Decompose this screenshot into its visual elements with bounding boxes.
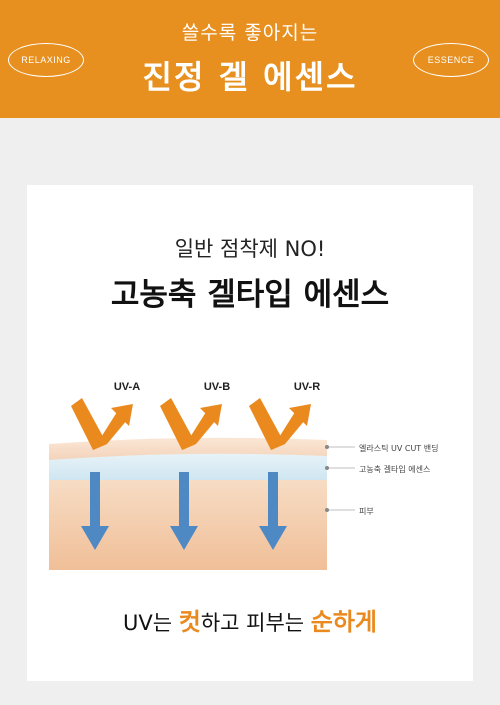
uv-layer-diagram: UV-A UV-B UV-R 엘라스틱 UV CUT 밴딩 고농축 겔타입 에센… <box>49 381 438 570</box>
skin-label: 피부 <box>359 507 374 516</box>
leader-lines <box>325 445 355 512</box>
banner-subtitle: 쓸수록 좋아지는 <box>181 22 319 44</box>
header-banner: RELAXING 쓸수록 좋아지는 진정 겔 에센스 ESSENCE <box>0 0 500 118</box>
essence-label: 고농축 겔타입 에센스 <box>359 464 430 474</box>
band-label: 엘라스틱 UV CUT 밴딩 <box>359 443 438 453</box>
orange-arrows <box>71 398 311 450</box>
band-layer <box>49 437 327 460</box>
headline-small: 일반 점착제 NO! <box>174 237 326 261</box>
tagline-part2: 하고 피부는 <box>200 611 311 635</box>
banner-title: 진정 겔 에센스 <box>142 58 358 96</box>
tagline: UV는 컷하고 피부는 순하게 <box>27 602 473 637</box>
essence-layer <box>49 452 327 480</box>
headline-large: 고농축 겔타입 에센스 <box>110 277 390 313</box>
ray-label-uvb: UV-B <box>204 381 230 393</box>
ray-label-uvr: UV-R <box>294 381 320 393</box>
ray-label-uva: UV-A <box>114 381 140 393</box>
tagline-highlight-gentle: 순하게 <box>310 608 378 636</box>
relaxing-badge: RELAXING <box>8 43 84 77</box>
tagline-highlight-cut: 컷 <box>178 608 201 636</box>
essence-badge: ESSENCE <box>413 43 489 77</box>
tagline-part1: UV는 <box>122 611 179 635</box>
product-card: 일반 점착제 NO! 고농축 겔타입 에센스 <box>27 185 473 681</box>
blue-arrows <box>81 472 287 550</box>
